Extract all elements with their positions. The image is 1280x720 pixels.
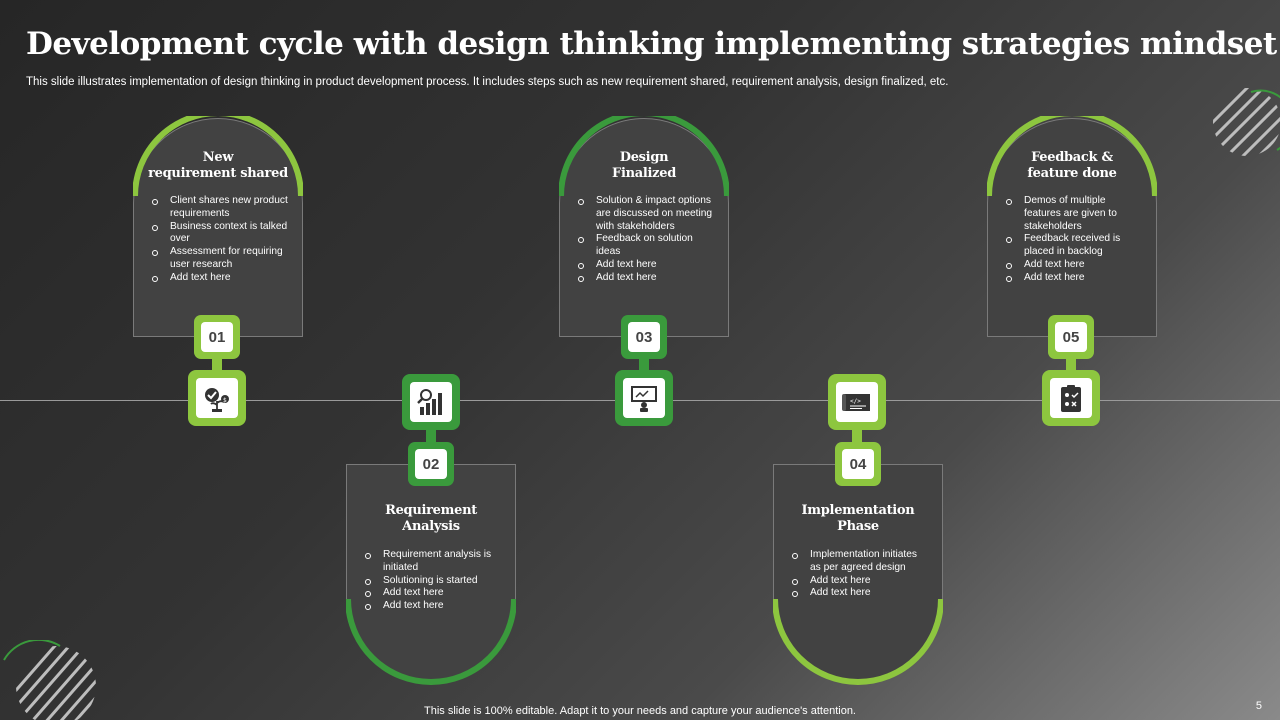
step-bullet: Add text here bbox=[790, 575, 930, 588]
step-bullet: Solutioning is started bbox=[363, 575, 503, 588]
step-icon-box-03 bbox=[615, 370, 673, 426]
striped-circle-decoration-bottom-left bbox=[3, 640, 96, 720]
svg-text:</>: </> bbox=[850, 398, 861, 405]
step-bullet: Client shares new product requirements bbox=[150, 195, 290, 221]
step-card-01: New requirement shared Client shares new… bbox=[133, 118, 303, 337]
step-bullet-list: Demos of multiple features are given to … bbox=[1004, 195, 1144, 285]
plant-money-icon: $ bbox=[205, 388, 229, 412]
striped-circle-decoration-top-right bbox=[1213, 88, 1280, 156]
slide-footer: This slide is 100% editable. Adapt it to… bbox=[424, 705, 856, 717]
step-number-badge-01: 01 bbox=[194, 315, 240, 359]
step-title: Requirement Analysis bbox=[385, 503, 477, 534]
step-bullet: Add text here bbox=[576, 259, 716, 272]
step-bullet: Feedback on solution ideas bbox=[576, 233, 716, 259]
step-number: 03 bbox=[628, 322, 660, 352]
step-bullet: Add text here bbox=[1004, 259, 1144, 272]
badge-connector bbox=[639, 359, 649, 371]
step-bullet: Assessment for requiring user research bbox=[150, 246, 290, 272]
step-number-badge-04: 04 bbox=[835, 442, 881, 486]
svg-text:$: $ bbox=[223, 397, 227, 404]
step-number-badge-03: 03 bbox=[621, 315, 667, 359]
analysis-chart-icon bbox=[417, 389, 442, 415]
step-bullet: Requirement analysis is initiated bbox=[363, 549, 503, 575]
step-bullet: Add text here bbox=[363, 600, 503, 613]
step-title: Design Finalized bbox=[612, 150, 676, 181]
step-bullet: Add text here bbox=[150, 272, 290, 285]
code-blueprint-icon: </> bbox=[842, 394, 870, 411]
step-card-04: Implementation Phase Implementation init… bbox=[773, 464, 943, 683]
step-title: New requirement shared bbox=[148, 150, 288, 181]
step-bullet: Add text here bbox=[790, 587, 930, 600]
step-title: Feedback & feature done bbox=[1027, 150, 1117, 181]
badge-connector bbox=[426, 430, 436, 442]
step-icon-box-05 bbox=[1042, 370, 1100, 426]
step-bullet: Implementation initiates as per agreed d… bbox=[790, 549, 930, 575]
step-card-05: Feedback & feature done Demos of multipl… bbox=[987, 118, 1157, 337]
step-icon-box-01: $ bbox=[188, 370, 246, 426]
step-card-02: Requirement Analysis Requirement analysi… bbox=[346, 464, 516, 683]
step-icon-box-02 bbox=[402, 374, 460, 430]
step-bullet: Add text here bbox=[1004, 272, 1144, 285]
step-bullet: Business context is talked over bbox=[150, 221, 290, 247]
badge-connector bbox=[852, 430, 862, 442]
step-bullet: Feedback received is placed in backlog bbox=[1004, 233, 1144, 259]
step-bullet-list: Requirement analysis is initiated Soluti… bbox=[363, 549, 503, 613]
step-title: Implementation Phase bbox=[801, 503, 915, 534]
presentation-board-icon bbox=[631, 386, 657, 412]
step-bullet: Add text here bbox=[576, 272, 716, 285]
badge-connector bbox=[212, 359, 222, 371]
step-number-badge-05: 05 bbox=[1048, 315, 1094, 359]
step-number: 05 bbox=[1055, 322, 1087, 352]
step-number-badge-02: 02 bbox=[408, 442, 454, 486]
step-bullet: Demos of multiple features are given to … bbox=[1004, 195, 1144, 233]
checklist-board-icon bbox=[1061, 385, 1081, 412]
badge-connector bbox=[1066, 359, 1076, 371]
step-bullet: Add text here bbox=[363, 587, 503, 600]
step-bullet-list: Implementation initiates as per agreed d… bbox=[790, 549, 930, 600]
step-number: 02 bbox=[415, 449, 447, 479]
step-card-03: Design Finalized Solution & impact optio… bbox=[559, 118, 729, 337]
step-bullet: Solution & impact options are discussed … bbox=[576, 195, 716, 233]
step-number: 04 bbox=[842, 449, 874, 479]
step-bullet-list: Solution & impact options are discussed … bbox=[576, 195, 716, 285]
slide-subtitle: This slide illustrates implementation of… bbox=[26, 76, 949, 88]
step-bullet-list: Client shares new product requirements B… bbox=[150, 195, 290, 285]
slide-title: Development cycle with design thinking i… bbox=[26, 26, 1277, 62]
step-number: 01 bbox=[201, 322, 233, 352]
step-icon-box-04: </> bbox=[828, 374, 886, 430]
page-number: 5 bbox=[1255, 700, 1262, 712]
